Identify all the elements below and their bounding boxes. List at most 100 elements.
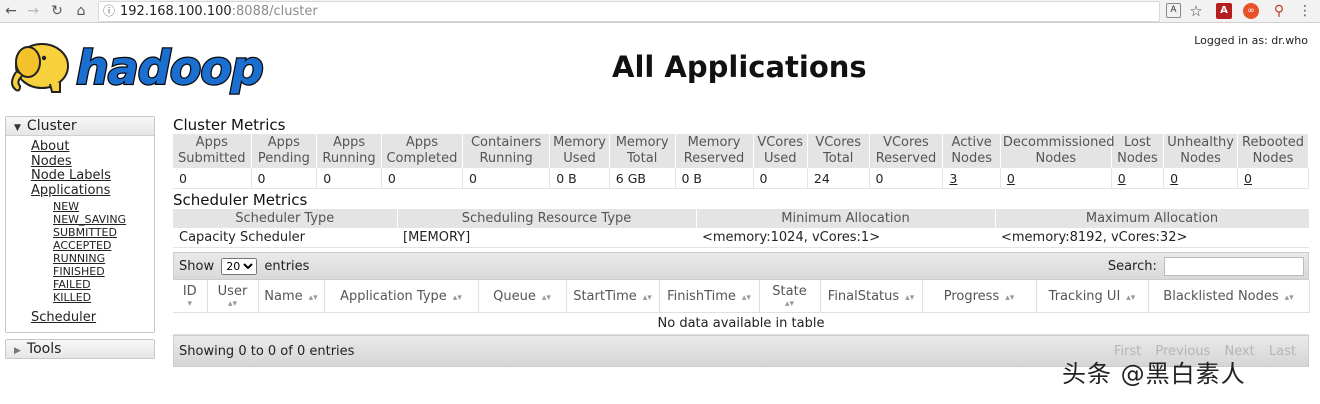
address-bar[interactable]: ⓘ 192.168.100.100:8088/cluster: [98, 1, 1160, 22]
metric-node-link[interactable]: 0: [1244, 170, 1252, 186]
metric-value: 0: [316, 168, 382, 189]
metric-header-text: Apps: [332, 135, 366, 150]
info-icon[interactable]: ⓘ: [103, 4, 116, 18]
sidebar-link-about[interactable]: About: [31, 139, 70, 154]
next-page-button[interactable]: Next: [1224, 344, 1255, 359]
column-header-label: FinishTime: [667, 288, 736, 304]
metric-header-text: Decommissioned: [1002, 135, 1115, 150]
metric-value: 0: [462, 168, 551, 189]
cluster-metrics-title: Cluster Metrics: [173, 116, 286, 134]
forward-icon[interactable]: →: [27, 3, 39, 19]
column-header-label: User: [217, 283, 248, 299]
column-header[interactable]: User▴▾: [207, 280, 259, 313]
sort-arrows-icon: ▴▾: [1005, 292, 1015, 303]
collapsed-triangle-icon: ▶: [14, 345, 21, 356]
column-header[interactable]: Queue▴▾: [478, 280, 567, 313]
last-page-button[interactable]: Last: [1268, 344, 1296, 359]
extension-icon[interactable]: ∞: [1243, 3, 1259, 19]
previous-page-button[interactable]: Previous: [1155, 344, 1211, 359]
metric-header-text: Nodes: [951, 151, 993, 166]
sidebar-link-scheduler[interactable]: Scheduler: [31, 310, 97, 325]
cluster-label: Cluster: [26, 118, 77, 134]
column-header[interactable]: Blacklisted Nodes▴▾: [1148, 280, 1310, 313]
column-header[interactable]: Progress ▴▾: [922, 280, 1037, 313]
column-header[interactable]: Application Type▴▾: [324, 280, 479, 313]
first-page-button[interactable]: First: [1113, 344, 1142, 359]
search-input[interactable]: [1164, 257, 1304, 276]
state-link-accepted[interactable]: ACCEPTED: [53, 239, 112, 252]
browser-menu-icon[interactable]: ⋮: [1298, 3, 1312, 19]
bookmark-star-icon[interactable]: ☆: [1189, 2, 1203, 20]
metric-header-text: Memory: [553, 135, 606, 150]
translate-icon[interactable]: A: [1166, 3, 1181, 18]
empty-row: No data available in table: [173, 312, 1309, 335]
metric-header-text: Unhealthy: [1167, 135, 1234, 150]
scheduler-metrics-title: Scheduler Metrics: [173, 191, 308, 209]
tools-panel-header[interactable]: ▶Tools: [5, 338, 155, 359]
column-header[interactable]: Tracking UI▴▾: [1036, 280, 1149, 313]
scheduler-metrics-value-row: Capacity Scheduler [MEMORY] <memory:1024…: [173, 228, 1309, 248]
column-header[interactable]: FinishTime▴▾: [659, 280, 760, 313]
pagination: First Previous Next Last: [1104, 344, 1296, 359]
home-icon[interactable]: ⌂: [76, 3, 86, 19]
pdf-extension-icon[interactable]: A: [1216, 3, 1232, 19]
metric-node-link[interactable]: 0: [1170, 170, 1179, 186]
back-icon[interactable]: ←: [5, 3, 17, 19]
column-header[interactable]: ID▾: [173, 280, 208, 313]
state-link-killed[interactable]: KILLED: [53, 291, 92, 304]
metric-header-text: Memory: [687, 135, 741, 150]
state-link-running[interactable]: RUNNING: [53, 252, 106, 265]
metric-header-text: Nodes: [1252, 151, 1294, 166]
state-link-finished[interactable]: FINISHED: [53, 265, 105, 278]
metric-header-text: Reserved: [875, 151, 937, 166]
state-link-new[interactable]: NEW: [53, 200, 80, 213]
column-header-label: State: [772, 283, 807, 299]
metric-node-link[interactable]: 0: [1117, 170, 1126, 186]
sort-arrows-icon: ▴▾: [784, 298, 795, 309]
metric-value: 0: [173, 168, 252, 189]
watermark: 头条 @黑白素人: [1062, 360, 1246, 388]
entries-per-page-select[interactable]: 20: [221, 258, 258, 275]
key-extension-icon[interactable]: ⚲: [1273, 3, 1285, 19]
metric-header-text: Memory: [615, 135, 669, 150]
svg-text:hadoop: hadoop: [76, 41, 263, 95]
column-header[interactable]: Name▴▾: [258, 280, 325, 313]
empty-table-message: No data available in table: [173, 312, 1309, 335]
column-header[interactable]: FinalStatus▴▾: [820, 280, 923, 313]
hadoop-logo[interactable]: hadoop: [6, 32, 268, 96]
state-link-submitted[interactable]: SUBMITTED: [53, 226, 117, 239]
metric-header-text: Used: [763, 151, 797, 166]
metric-node-link[interactable]: 0: [1006, 170, 1015, 186]
metric-node-link[interactable]: 3: [949, 170, 958, 186]
sidebar-link-applications[interactable]: Applications: [31, 182, 111, 198]
cluster-panel: ▼Cluster About Nodes Node Labels Applica…: [5, 116, 155, 333]
column-header-label: Name: [264, 288, 303, 304]
state-link-failed[interactable]: FAILED: [53, 278, 91, 291]
sort-arrows-icon: ▾: [187, 298, 193, 309]
column-header-label: StartTime: [573, 288, 637, 304]
metric-value: 0 B: [675, 168, 754, 189]
metric-header-text: Lost: [1124, 135, 1151, 150]
reload-icon[interactable]: ↻: [51, 3, 63, 19]
scheduler-metrics-header-row: Scheduler Type Scheduling Resource Type …: [173, 209, 1310, 228]
metric-header-text: Apps: [405, 135, 439, 150]
resource-type-header: Scheduling Resource Type: [397, 209, 697, 228]
sidebar-link-node-labels[interactable]: Node Labels: [31, 168, 111, 183]
column-header[interactable]: StartTime▴▾: [566, 280, 660, 313]
column-header-label: Tracking UI: [1048, 288, 1121, 304]
metric-header-text: Running: [479, 151, 533, 166]
cluster-panel-header[interactable]: ▼Cluster: [6, 117, 154, 136]
app-state-links: NEW NEW_SAVING SUBMITTED ACCEPTED RUNNIN…: [53, 200, 154, 304]
state-link-new-saving[interactable]: NEW_SAVING: [53, 213, 127, 226]
sidebar-link-nodes[interactable]: Nodes: [31, 153, 72, 169]
metric-header-text: Total: [626, 151, 658, 166]
column-header-label: Progress: [943, 288, 1000, 304]
column-header[interactable]: State▴▾: [759, 280, 821, 313]
metric-header-text: Running: [322, 151, 376, 166]
